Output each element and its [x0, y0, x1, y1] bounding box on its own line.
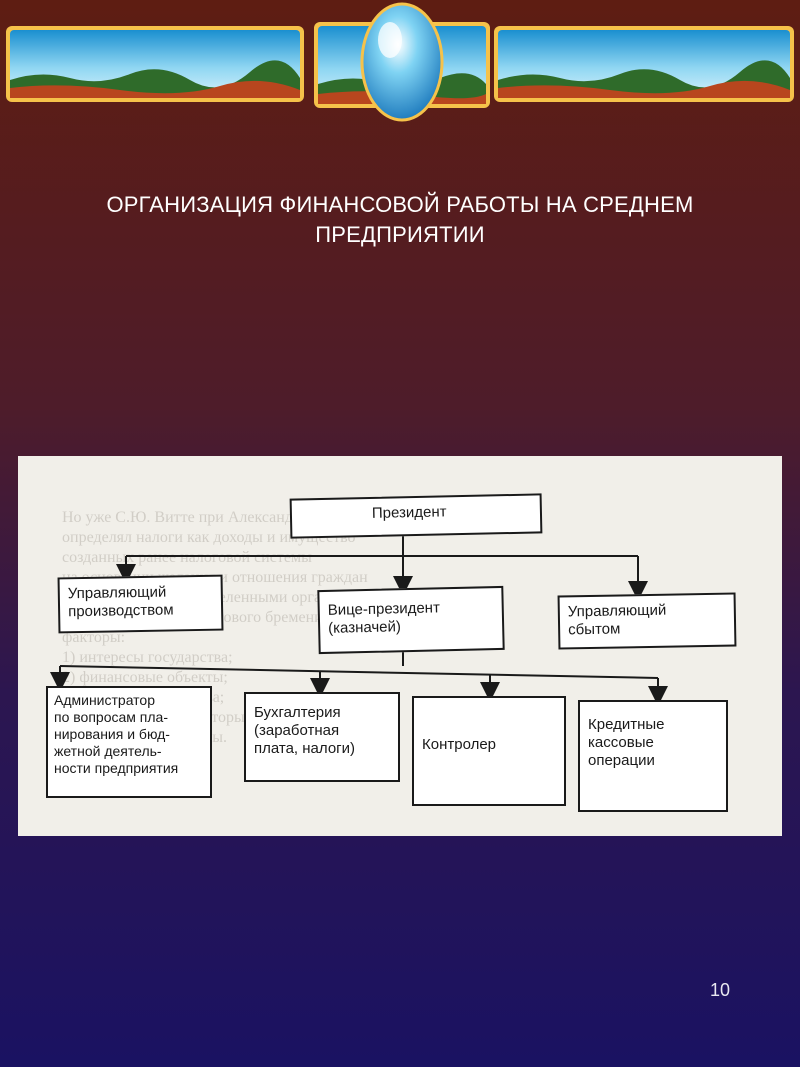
banner-globe	[362, 4, 442, 120]
org-chart-scan: Но уже С.Ю. Витте при Александре III — о…	[18, 456, 782, 836]
node-budget-admin: Администратор по вопросам пла- нирования…	[46, 686, 212, 798]
page-number: 10	[710, 980, 730, 1001]
connector-level3-bus	[60, 666, 658, 678]
slide-title: ОРГАНИЗАЦИЯ ФИНАНСОВОЙ РАБОТЫ НА СРЕДНЕМ…	[40, 190, 760, 250]
header-banner	[0, 0, 800, 135]
node-president: Президент	[290, 493, 543, 538]
node-controller: Контролер	[412, 696, 566, 806]
node-accounting: Бухгалтерия (заработная плата, налоги)	[244, 692, 400, 782]
node-credit-ops: Кредитные кассовые операции	[578, 700, 728, 812]
node-manager-sales: Управляющий сбытом	[558, 592, 737, 649]
banner-panel-left	[6, 26, 304, 102]
banner-panel-right	[494, 26, 794, 102]
node-manager-production: Управляющий производством	[58, 575, 224, 634]
node-vice-president: Вице-президент (казначей)	[317, 586, 504, 654]
